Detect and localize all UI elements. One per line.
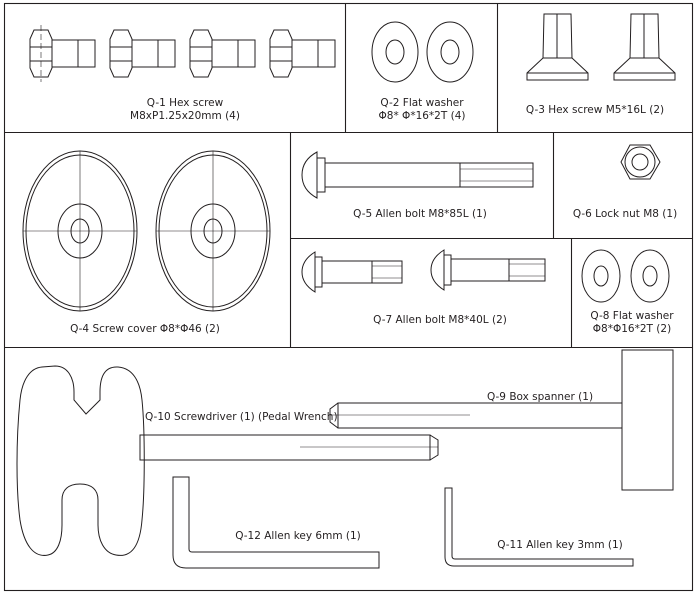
q5-label: Q-5 Allen bolt M8*85L (1)	[335, 208, 505, 221]
q1-label-line2: M8xP1.25x20mm (4)	[130, 110, 240, 122]
hex-screw-drawing	[29, 25, 336, 82]
q7-label-text: Q-7 Allen bolt M8*40L (2)	[373, 314, 507, 326]
lock-nut-drawing	[620, 144, 661, 180]
q12-label: Q-12 Allen key 6mm (1)	[228, 530, 368, 543]
q11-label: Q-11 Allen key 3mm (1)	[490, 539, 630, 552]
q2-label-line1: Q-2 Flat washer	[380, 97, 464, 109]
q1-label-line1: Q-1 Hex screw	[146, 97, 224, 109]
q5-label-text: Q-5 Allen bolt M8*85L (1)	[353, 208, 487, 220]
q10-label-text: Q-10 Screwdriver (1) (Pedal Wrench)	[145, 411, 338, 423]
q7-label: Q-7 Allen bolt M8*40L (2)	[355, 314, 525, 327]
q2-label-line2: Φ8* Φ*16*2T (4)	[378, 110, 466, 122]
q3-label: Q-3 Hex screw M5*16L (2)	[500, 104, 690, 117]
q9-label-text: Q-9 Box spanner (1)	[486, 391, 594, 403]
q8-label: Q-8 Flat washer Φ8*Φ16*2T (2)	[576, 310, 688, 336]
allen-key-3mm-drawing	[444, 487, 634, 567]
panel-grid	[3, 2, 694, 592]
q8-label-line1: Q-8 Flat washer	[590, 310, 674, 322]
box-spanner-drawing	[329, 349, 674, 491]
q3-label-text: Q-3 Hex screw M5*16L (2)	[525, 104, 665, 116]
flat-washer-small-drawing	[581, 249, 670, 303]
pedal-wrench-drawing	[16, 365, 439, 556]
q11-label-text: Q-11 Allen key 3mm (1)	[497, 539, 623, 551]
q4-label: Q-4 Screw cover Φ8*Φ46 (2)	[40, 323, 250, 336]
allen-key-6mm-drawing	[172, 476, 380, 569]
q1-label: Q-1 Hex screw M8xP1.25x20mm (4)	[110, 97, 260, 123]
q8-label-line2: Φ8*Φ16*2T (2)	[592, 323, 672, 335]
q12-label-text: Q-12 Allen key 6mm (1)	[235, 530, 361, 542]
q6-label: Q-6 Lock nut M8 (1)	[565, 208, 685, 221]
q4-label-text: Q-4 Screw cover Φ8*Φ46 (2)	[70, 323, 220, 335]
flat-washer-drawing	[371, 21, 474, 83]
screw-cover-drawing	[22, 150, 271, 312]
allen-bolt-short-drawing	[301, 249, 546, 293]
q2-label: Q-2 Flat washer Φ8* Φ*16*2T (4)	[352, 97, 492, 123]
q9-label: Q-9 Box spanner (1)	[470, 391, 610, 404]
countersunk-screw-drawing	[526, 13, 676, 81]
allen-bolt-long-drawing	[301, 151, 534, 199]
q10-label: Q-10 Screwdriver (1) (Pedal Wrench)	[145, 411, 345, 424]
q6-label-text: Q-6 Lock nut M8 (1)	[572, 208, 678, 220]
